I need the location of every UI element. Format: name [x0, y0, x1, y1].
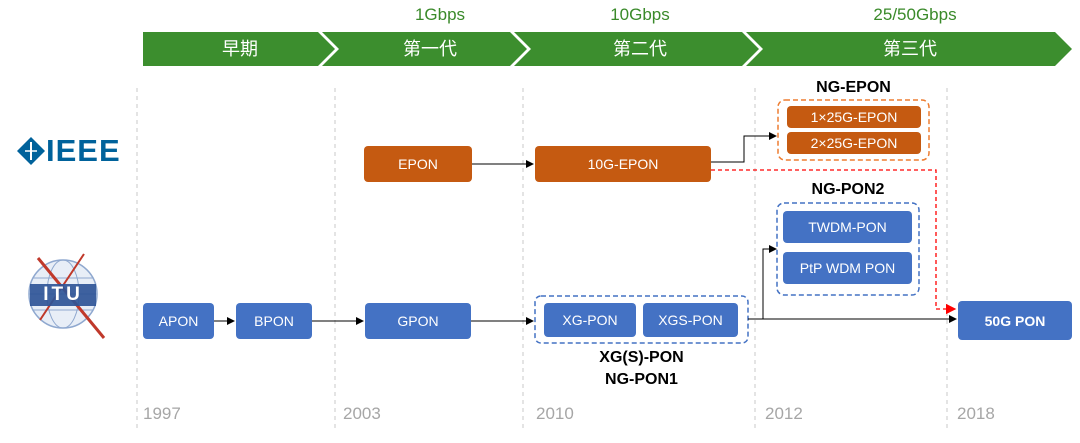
chevron-gen2: [514, 32, 759, 66]
itu-arrows: [214, 245, 957, 325]
node-xgs-pon: XGS-PON: [643, 303, 738, 337]
node-ptp-wdm-pon: PtP WDM PON: [783, 252, 912, 284]
node-epon: EPON: [364, 146, 472, 182]
generation-1: 第一代: [403, 39, 457, 59]
node-2x25g-epon: 2×25G-EPON: [787, 132, 921, 154]
speed-gen3: 25/50Gbps: [873, 5, 957, 24]
speed-gen2: 10Gbps: [610, 5, 670, 24]
generation-early: 早期: [222, 39, 258, 59]
arrow-xgs-ngpon2: [748, 245, 777, 320]
year-1997: 1997: [143, 404, 181, 423]
node-50g-pon: 50G PON: [958, 301, 1072, 340]
node-twdm-pon: TWDM-PON: [783, 211, 912, 243]
year-2012: 2012: [765, 404, 803, 423]
ng-pon1-group-title: NG-PON1: [605, 371, 678, 388]
chevron-gen1: [322, 32, 527, 66]
itu-logo-text: ITU: [43, 284, 83, 305]
ng-epon-title: NG-EPON: [816, 79, 891, 96]
year-2003: 2003: [343, 404, 381, 423]
arrow-10gepon-ngepon: [711, 132, 777, 163]
node-1x25g-epon: 1×25G-EPON: [787, 106, 921, 128]
generation-3: 第三代: [883, 39, 937, 59]
node-apon: APON: [143, 303, 214, 339]
itu-globe-icon: [28, 253, 106, 339]
ng-pon2-group-border: [776, 202, 920, 296]
xgs-pon-group-title: XG(S)-PON: [599, 349, 684, 366]
speed-gen1: 1Gbps: [414, 5, 466, 24]
arrow-10gepon-50gpon: [711, 169, 957, 315]
ieee-logo-text: IEEE: [46, 133, 121, 168]
node-10g-epon: 10G-EPON: [535, 146, 711, 182]
node-gpon: GPON: [365, 303, 471, 339]
year-2018: 2018: [957, 404, 995, 423]
generation-2: 第二代: [613, 39, 667, 59]
node-bpon: BPON: [236, 303, 312, 339]
era-separators: [136, 88, 948, 430]
generation-banner: [143, 32, 1072, 66]
year-2010: 2010: [536, 404, 574, 423]
ng-epon-group-border: [777, 99, 930, 161]
chevron-gen3: [746, 32, 1072, 66]
ieee-logo-icon: [17, 137, 45, 165]
chevron-early: [143, 32, 335, 66]
ng-pon2-title: NG-PON2: [811, 181, 885, 198]
ieee-arrows: [472, 132, 777, 168]
node-xg-pon: XG-PON: [544, 303, 636, 337]
